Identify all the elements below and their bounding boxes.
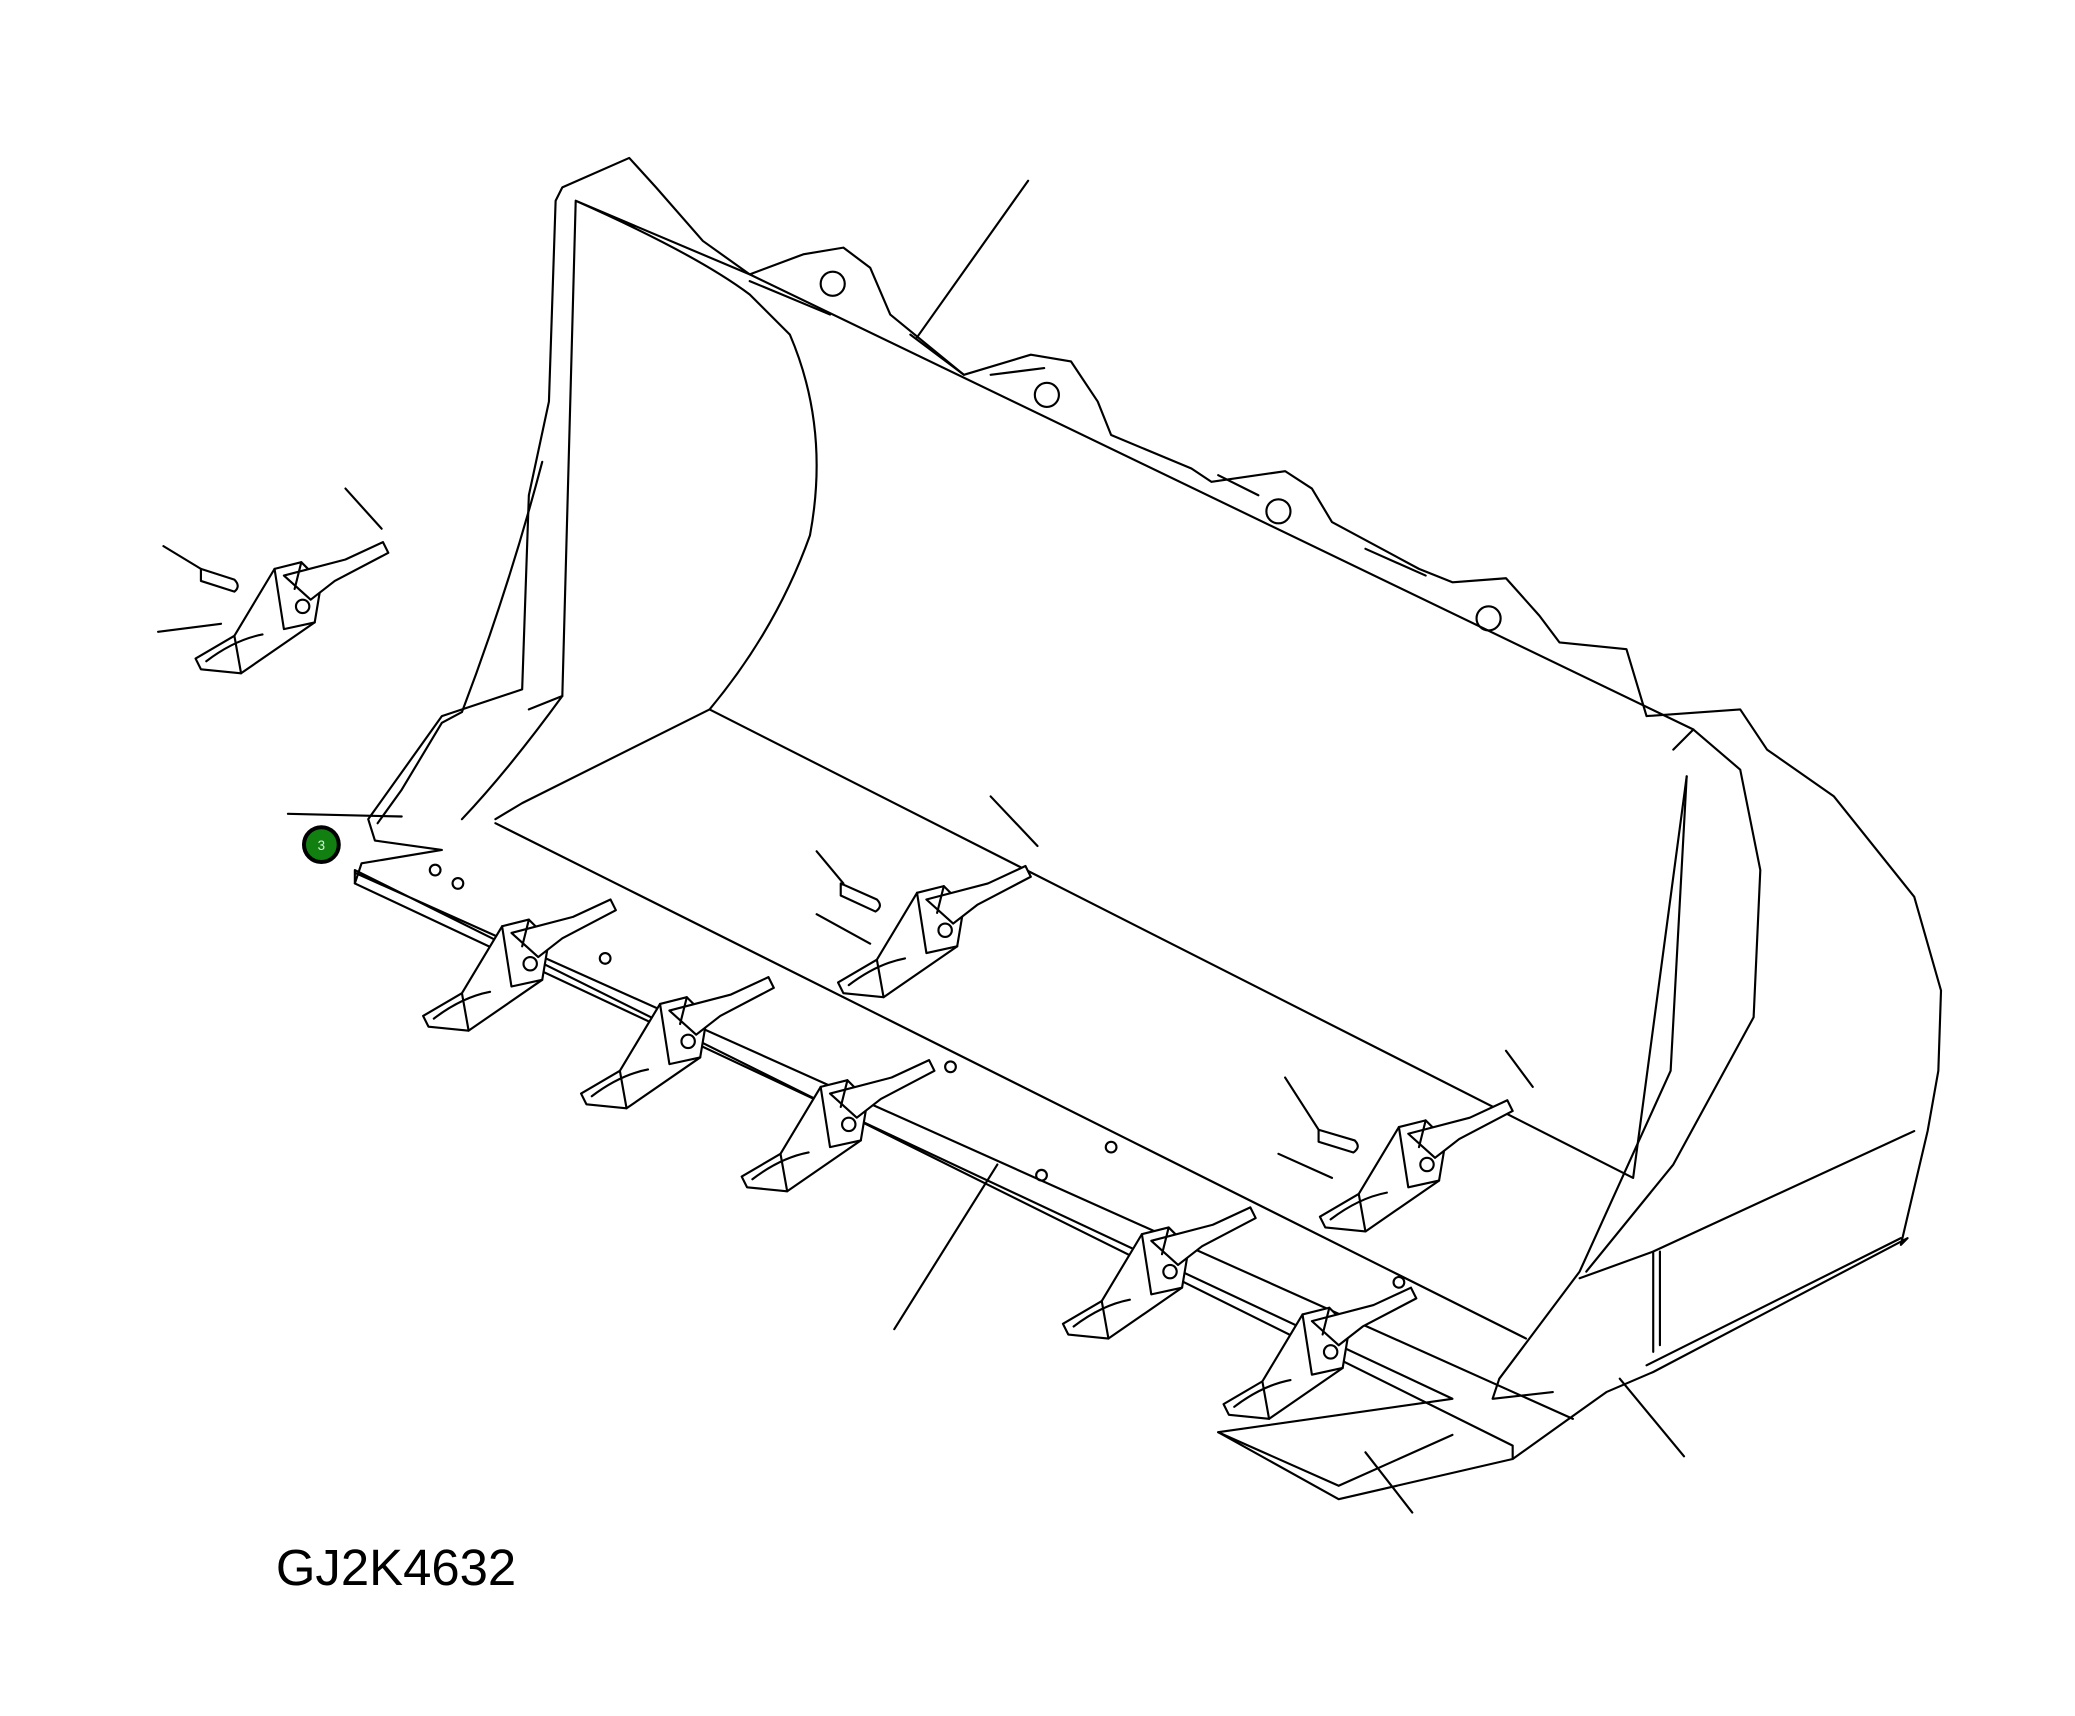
callout-3[interactable]: 3 xyxy=(301,825,341,865)
callout-number[interactable]: 3 xyxy=(318,838,325,853)
callout-bubble[interactable] xyxy=(301,825,341,865)
pins xyxy=(199,567,1359,1154)
tooth-adapter-exploded xyxy=(194,541,390,675)
leader-lines xyxy=(157,179,1686,1514)
bucket-body xyxy=(353,156,1943,1501)
part-number-label: GJ2K4632 xyxy=(276,1539,516,1596)
